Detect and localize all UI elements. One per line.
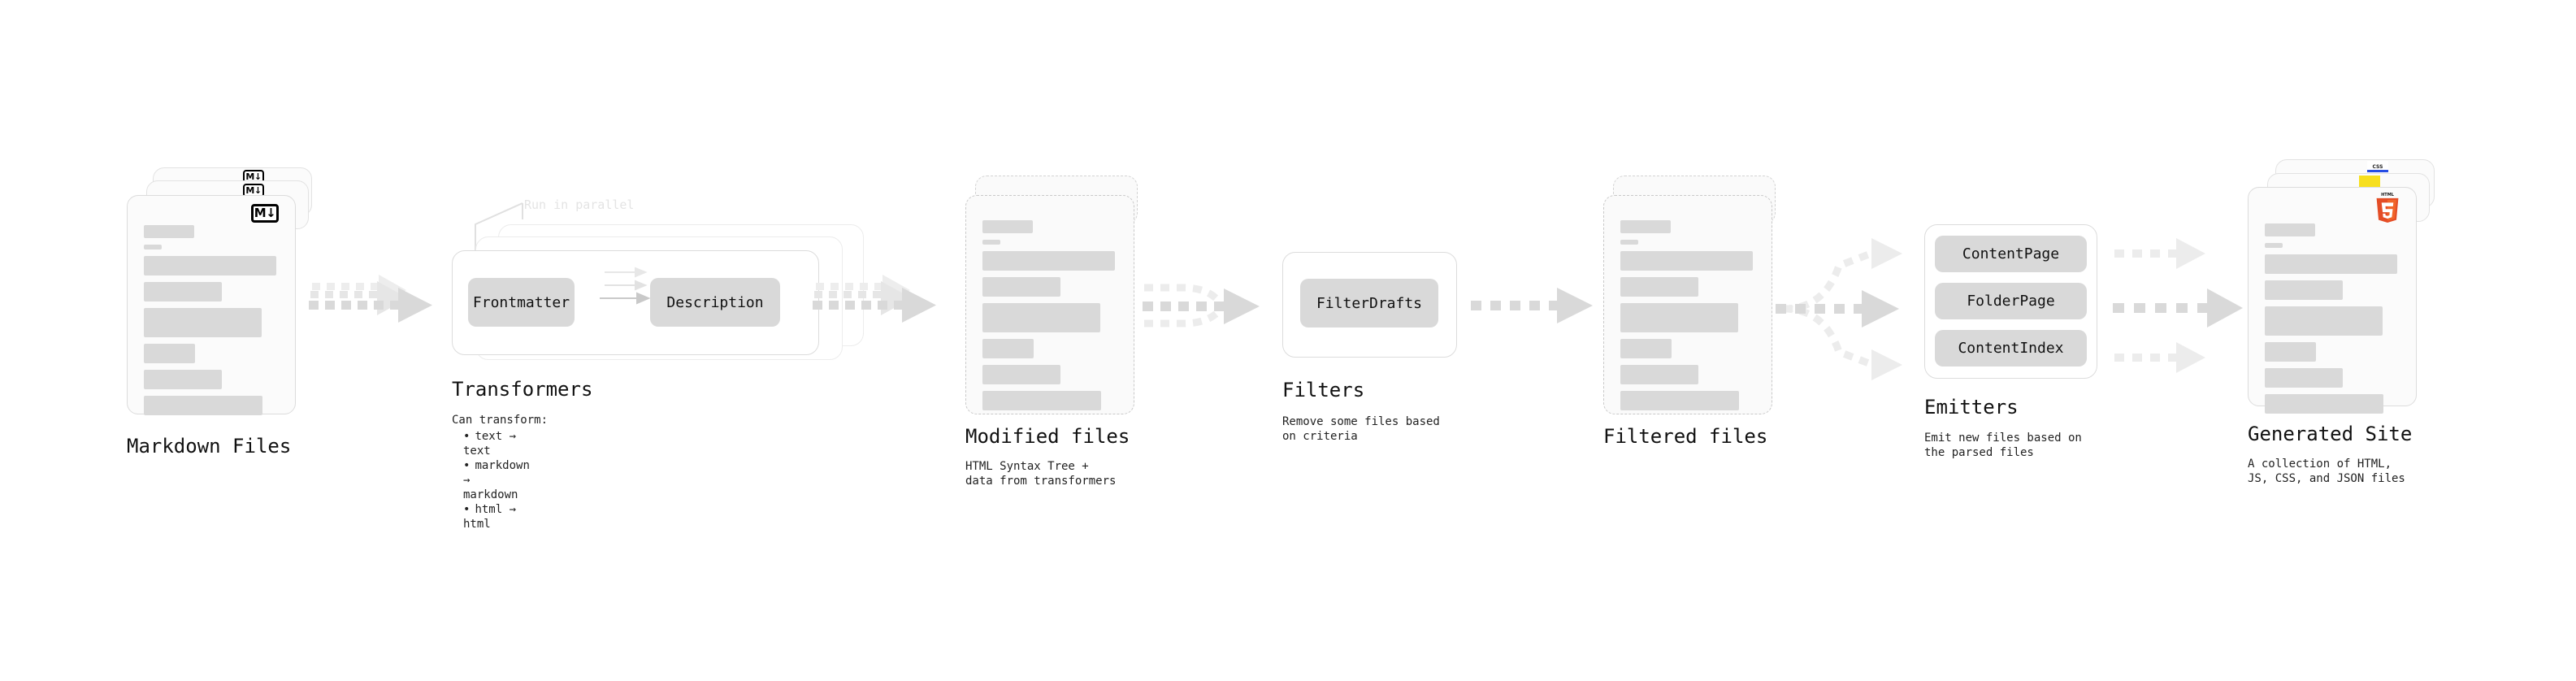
placeholder-bars	[1620, 220, 1757, 410]
transformer-internal-arrows	[600, 264, 668, 314]
connector-filtered-to-emitters	[1776, 232, 1930, 390]
stage-title: Modified files	[965, 425, 1130, 448]
placeholder-bar	[1620, 277, 1698, 297]
placeholder-bar	[2265, 243, 2283, 248]
emitter-chip-folderpage[interactable]: FolderPage	[1935, 283, 2087, 319]
stage-description: Remove some files based on criteria	[1282, 415, 1440, 443]
placeholder-bar	[144, 225, 194, 238]
stage-title: Markdown Files	[127, 435, 292, 458]
list-item: text → text	[463, 429, 530, 458]
placeholder-bar	[1620, 240, 1638, 245]
placeholder-bar	[982, 365, 1060, 384]
stage-title: Generated Site	[2248, 423, 2413, 445]
connector-md-to-transformers	[309, 268, 439, 349]
stage-title: Transformers	[452, 378, 593, 401]
run-in-parallel-annotation: Run in parallel	[524, 197, 635, 212]
emitter-chip-contentpage[interactable]: ContentPage	[1935, 236, 2087, 272]
placeholder-bar	[2265, 342, 2316, 362]
markdown-icon: M↓	[251, 204, 279, 223]
placeholder-bar	[144, 396, 262, 415]
placeholder-bar	[144, 245, 162, 249]
list-item: html → html	[463, 502, 530, 531]
stage-description: Can transform:	[452, 414, 549, 427]
placeholder-bar	[2265, 223, 2315, 236]
placeholder-bar	[144, 308, 262, 337]
stage-description: Emit new files based on the parsed files	[1924, 432, 2082, 459]
placeholder-bar	[2265, 394, 2383, 414]
placeholder-bar	[1620, 303, 1738, 332]
placeholder-bar	[144, 282, 222, 301]
transformer-chip-frontmatter[interactable]: Frontmatter	[468, 278, 575, 327]
placeholder-bar	[1620, 251, 1753, 271]
stage-title: Filtered files	[1603, 425, 1768, 448]
modified-file-card	[965, 195, 1134, 414]
emitter-chip-contentindex[interactable]: ContentIndex	[1935, 330, 2087, 367]
stage-description: A collection of HTML, JS, CSS, and JSON …	[2248, 458, 2405, 485]
placeholder-bar	[2265, 368, 2343, 388]
html5-icon: HTML	[2374, 192, 2401, 223]
placeholder-bar	[144, 370, 222, 389]
parallel-bracket	[459, 202, 549, 250]
js-icon	[2359, 176, 2380, 189]
placeholder-bar	[982, 240, 1000, 245]
placeholder-bar	[1620, 339, 1672, 358]
transformer-chip-description[interactable]: Description	[650, 278, 780, 327]
filter-chip-filterdrafts[interactable]: FilterDrafts	[1300, 279, 1438, 327]
placeholder-bar	[982, 251, 1115, 271]
placeholder-bar	[2265, 280, 2343, 300]
connector-modified-to-filters	[1138, 268, 1284, 358]
placeholder-bar	[982, 391, 1101, 410]
placeholder-bar	[982, 303, 1100, 332]
placeholder-bar	[1620, 220, 1671, 233]
svg-text:HTML: HTML	[2381, 193, 2395, 197]
connector-transformers-to-modified	[813, 268, 951, 349]
placeholder-bar	[982, 339, 1034, 358]
placeholder-bar	[2265, 306, 2383, 336]
placeholder-bar	[144, 344, 195, 363]
placeholder-bar	[2265, 254, 2397, 274]
placeholder-bar	[1620, 391, 1739, 410]
stage-title: Filters	[1282, 379, 1365, 401]
connector-filters-to-filtered	[1471, 286, 1601, 335]
list-item: markdown → markdown	[463, 458, 530, 502]
connector-emitters-to-site	[2113, 232, 2255, 390]
placeholder-bar	[1620, 365, 1698, 384]
placeholder-bars	[144, 225, 280, 415]
placeholder-bars	[2265, 223, 2401, 414]
stage-description: HTML Syntax Tree + data from transformer…	[965, 460, 1117, 488]
placeholder-bar	[144, 256, 276, 275]
stage-title: Emitters	[1924, 396, 2019, 419]
css-icon: CSS	[2367, 161, 2388, 172]
css-icon-label: CSS	[2372, 164, 2383, 170]
placeholder-bar	[982, 277, 1060, 297]
filtered-file-card	[1603, 195, 1772, 414]
markdown-file-card: M↓	[127, 195, 296, 415]
placeholder-bar	[982, 220, 1033, 233]
placeholder-bars	[982, 220, 1119, 410]
generated-site-card: HTML	[2248, 187, 2417, 414]
transform-capability-list: text → text markdown → markdown html → h…	[452, 429, 530, 531]
